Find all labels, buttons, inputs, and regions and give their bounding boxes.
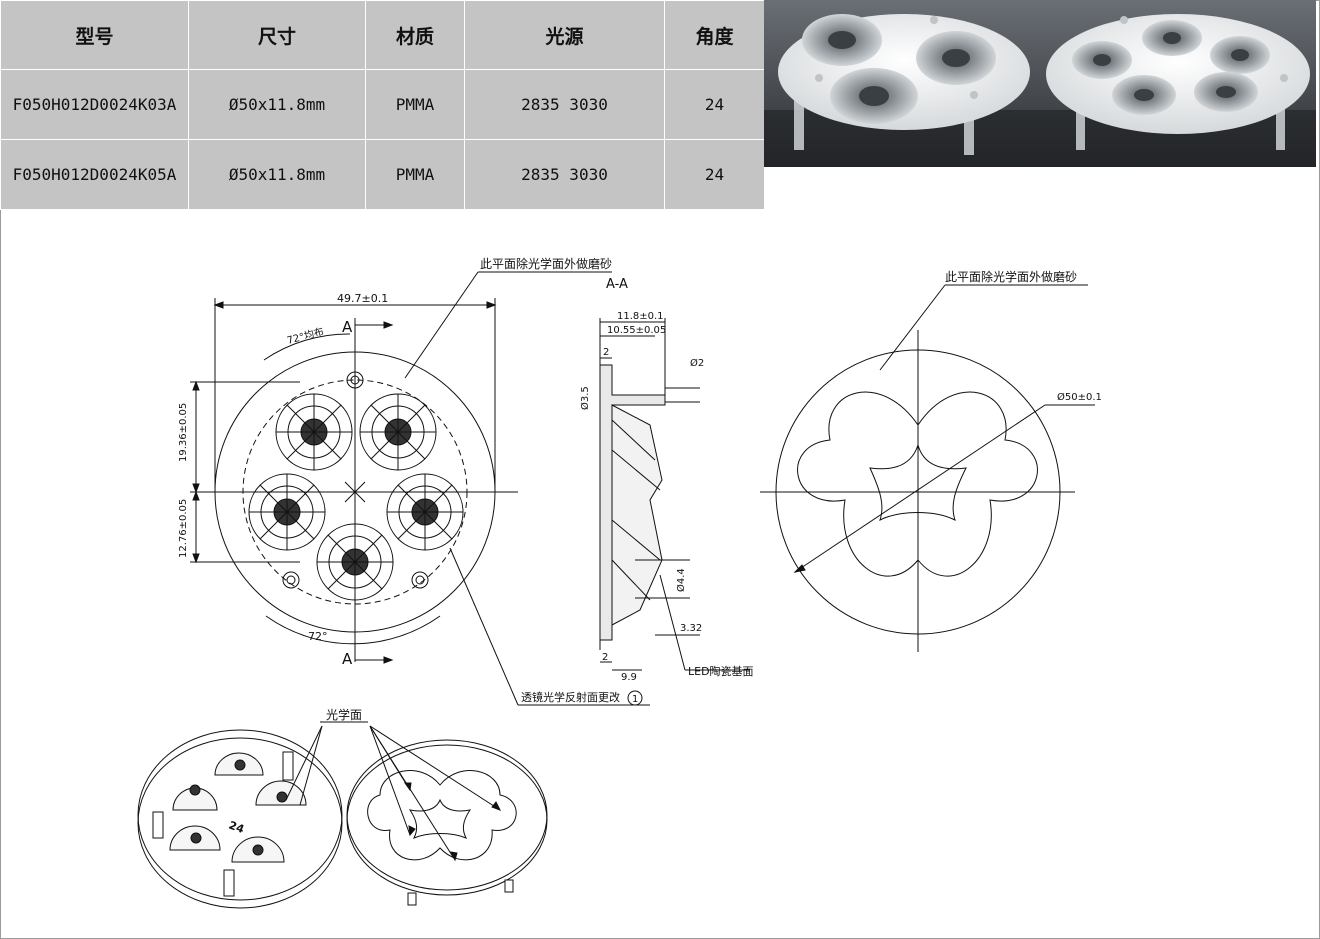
dim-lower: 12.76±0.05 bbox=[178, 499, 189, 558]
dim-recess-depth: 3.32 bbox=[680, 623, 702, 634]
section-title: A-A bbox=[606, 277, 628, 292]
cell-angle: 24 bbox=[664, 139, 765, 210]
section-view bbox=[599, 318, 750, 671]
back-view bbox=[760, 284, 1095, 652]
cell-light-source: 2835 3030 bbox=[464, 139, 665, 210]
technical-drawing: 49.7±0.1 72°均布 72° 19.36±0.05 12.76±0.05… bbox=[137, 256, 1102, 909]
table-header-row: 型号 尺寸 材质 光源 角度 bbox=[0, 0, 765, 70]
front-lens bbox=[316, 523, 394, 601]
header-material: 材质 bbox=[365, 0, 465, 70]
angle-engraving: 24 bbox=[227, 819, 246, 837]
iso-view-front bbox=[137, 729, 343, 909]
front-lens bbox=[275, 393, 353, 471]
product-photo bbox=[764, 0, 1316, 167]
revision-mark: 1 bbox=[632, 694, 638, 705]
section-mark-bottom: A bbox=[342, 650, 353, 668]
cell-angle: 24 bbox=[664, 69, 765, 140]
spec-table: 型号 尺寸 材质 光源 角度 F050H012D0024K03A Ø50x11.… bbox=[0, 0, 765, 210]
dim-width: 49.7±0.1 bbox=[337, 292, 388, 305]
section-mark-top: A bbox=[342, 318, 353, 336]
dim-angle-bottom: 72° bbox=[308, 630, 328, 643]
cell-model: F050H012D0024K03A bbox=[0, 69, 189, 140]
dim-offset: 9.9 bbox=[621, 672, 637, 683]
front-lens bbox=[359, 393, 437, 471]
dim-total-height: 11.8±0.1 bbox=[617, 311, 664, 322]
cell-material: PMMA bbox=[365, 139, 465, 210]
header-size: 尺寸 bbox=[188, 0, 366, 70]
cell-size: Ø50x11.8mm bbox=[188, 139, 366, 210]
cell-light-source: 2835 3030 bbox=[464, 69, 665, 140]
reflect-note: 透镜光学反射面更改 bbox=[521, 690, 620, 704]
front-lens bbox=[386, 473, 464, 551]
frosted-note: 此平面除光学面外做磨砂 bbox=[480, 256, 612, 271]
photo-lens-5 bbox=[1046, 14, 1310, 150]
header-angle: 角度 bbox=[664, 0, 765, 70]
front-lens bbox=[248, 473, 326, 551]
table-row: F050H012D0024K05A Ø50x11.8mm PMMA 2835 3… bbox=[0, 139, 765, 210]
optical-leaders bbox=[285, 721, 502, 862]
dim-upper: 19.36±0.05 bbox=[178, 403, 189, 462]
header-model: 型号 bbox=[0, 0, 189, 70]
iso-view-back bbox=[346, 739, 548, 906]
back-frosted-note: 此平面除光学面外做磨砂 bbox=[945, 269, 1077, 284]
dim-pin-dia: Ø2 bbox=[690, 357, 704, 369]
dim-base: 2 bbox=[602, 652, 608, 663]
table-row: F050H012D0024K03A Ø50x11.8mm PMMA 2835 3… bbox=[0, 69, 765, 140]
cell-material: PMMA bbox=[365, 69, 465, 140]
photo-lens-3 bbox=[778, 14, 1030, 155]
optical-label: 光学面 bbox=[326, 707, 362, 722]
dim-diameter: Ø50±0.1 bbox=[1057, 391, 1102, 403]
led-note: LED陶瓷基面 bbox=[688, 664, 754, 678]
cell-size: Ø50x11.8mm bbox=[188, 69, 366, 140]
front-view bbox=[190, 271, 650, 706]
cell-model: F050H012D0024K05A bbox=[0, 139, 189, 210]
dim-body-height: 10.55±0.05 bbox=[607, 325, 666, 336]
dim-flange: 2 bbox=[603, 347, 609, 358]
dim-recess: Ø4.4 bbox=[675, 568, 687, 592]
dim-angle-top: 72°均布 bbox=[286, 326, 326, 347]
header-light-source: 光源 bbox=[464, 0, 665, 70]
dim-pin-len: Ø3.5 bbox=[579, 386, 591, 410]
